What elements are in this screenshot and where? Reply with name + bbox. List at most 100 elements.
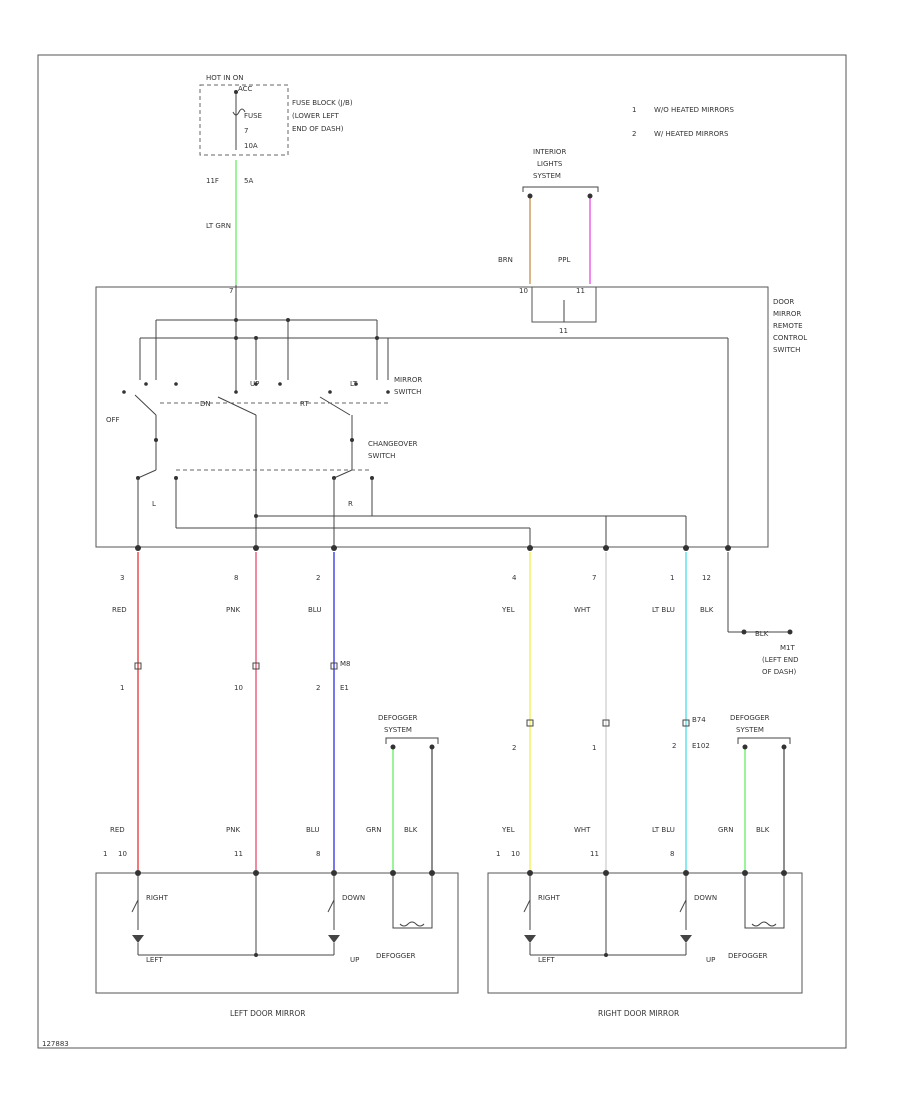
left-red-pin: 1 [103,850,107,858]
left-door-mirror-box [95,872,459,994]
fuse-block-label-3: END OF DASH) [292,125,344,133]
ltblu-mid-c: 2 [672,742,676,750]
switch-box-label-3: REMOTE [773,322,803,330]
wire-lt-blu-label: LT BLU [652,606,675,614]
right-switch-right-icon [523,899,531,913]
pnk-mid-pin: 10 [234,684,243,692]
right-yel-pin: 1 [496,850,500,858]
pin-wht: 7 [592,574,596,582]
left-defogger-element [392,876,433,929]
fuse-block-label-1: FUSE BLOCK (J/B) [292,99,353,107]
fuse-label: FUSE [244,112,262,120]
wire-pnk-label: PNK [226,606,240,614]
mirror-off-label: OFF [106,416,120,424]
left-defogger-bracket [385,737,439,744]
legend-text-2: W/ HEATED MIRRORS [654,130,729,138]
fuse-number: 7 [244,127,248,135]
bus-dot-4 [254,336,258,340]
brn-top-dot [527,193,533,199]
ppl-top-dot [587,193,593,199]
switch-box-label-2: MIRROR [773,310,801,318]
left-red-pin2: 10 [118,850,127,858]
right-defogger-bracket [737,737,791,744]
illumination-pin-label: 11 [559,327,568,335]
interior-label-2: LIGHTS [537,160,563,168]
change-r-label: R [348,500,353,508]
ground-label-1: M1T [780,644,795,652]
wire-blu-label: BLU [308,606,321,614]
left-switch-right-icon [131,899,139,913]
pin-yel: 4 [512,574,517,582]
left-motor-1-icon [132,935,144,943]
left-defogger-label-1: DEFOGGER [378,714,418,722]
blu-mid-c: 2 [316,684,320,692]
switch-pin-10-label: 10 [519,287,528,295]
right-wht-label: WHT [574,826,591,834]
mid-connectors [134,662,690,727]
bus-dot-1 [234,318,238,322]
ltblu-mid-b: E102 [692,742,710,750]
right-defogger-element [744,876,785,929]
left-blu-label: BLU [306,826,319,834]
left-blk-label: BLK [404,826,418,834]
switch-box-label-4: CONTROL [773,334,807,342]
right-ltblu-label: LT BLU [652,826,675,834]
left-pnk-label: PNK [226,826,240,834]
right-grn-label: GRN [718,826,734,834]
wire-red-label: RED [112,606,127,614]
legend-num-1: 1 [632,106,636,114]
right-mirror-down: DOWN [694,894,717,902]
change-contact-1 [137,469,157,479]
ground-label-3: OF DASH) [762,668,797,676]
mirror-lt-label: LT [350,380,358,388]
fuse-pin-b: 5A [244,177,253,185]
right-yel-pin2: 10 [511,850,520,858]
switch-bottom-connectors [135,545,731,551]
right-motor-1-icon [524,935,536,943]
left-mirror-left: LEFT [146,956,163,964]
interior-label-1: INTERIOR [533,148,566,156]
control-switch-box [95,286,769,548]
switch-pin-11-label: 11 [576,287,585,295]
change-switch-label-2: SWITCH [368,452,395,460]
switch-pin-7-label: 7 [229,287,233,295]
pin-blu: 2 [316,574,320,582]
left-mirror-up: UP [350,956,359,964]
left-pnk-pin: 11 [234,850,243,858]
fuse-icon [232,108,246,116]
ground-label-2: (LEFT END [762,656,799,664]
right-blk-label: BLK [756,826,770,834]
pin-red: 3 [120,574,124,582]
left-switch-down-icon [327,899,335,913]
blu-mid-b: E1 [340,684,349,692]
right-mirror-up: UP [706,956,715,964]
legend-text-1: W/O HEATED MIRRORS [654,106,734,114]
fuse-block-dashed [199,84,289,156]
fuse-block-label-2: (LOWER LEFT [292,112,340,120]
right-mirror-right: RIGHT [538,894,561,902]
blu-mid-a: M8 [340,660,351,668]
right-motor-2-icon [680,935,692,943]
left-defogger-label-2: SYSTEM [384,726,412,734]
left-defogger-heater [399,921,425,927]
wire-wht-label: WHT [574,606,591,614]
bus-dot-2 [286,318,290,322]
wire-ppl-label: PPL [558,256,570,264]
right-yel-label: YEL [501,826,515,834]
change-contact-2 [333,469,353,479]
wire-brn-label: BRN [498,256,513,264]
right-switch-down-icon [679,899,687,913]
right-mirror-left: LEFT [538,956,555,964]
left-door-mirror-title: LEFT DOOR MIRROR [230,1009,305,1018]
bus-dot-3 [234,336,238,340]
wht-mid-pin: 1 [592,744,596,752]
change-dot-1 [154,438,158,442]
left-blu-pin: 8 [316,850,320,858]
right-defogger-label-1: DEFOGGER [730,714,770,722]
fuse-top-dot [234,90,238,94]
acc-label: ACC [238,85,253,93]
diagram-footer-id: 127883 [42,1040,69,1048]
switch-box-label-1: DOOR [773,298,794,306]
change-dot-2 [350,438,354,442]
